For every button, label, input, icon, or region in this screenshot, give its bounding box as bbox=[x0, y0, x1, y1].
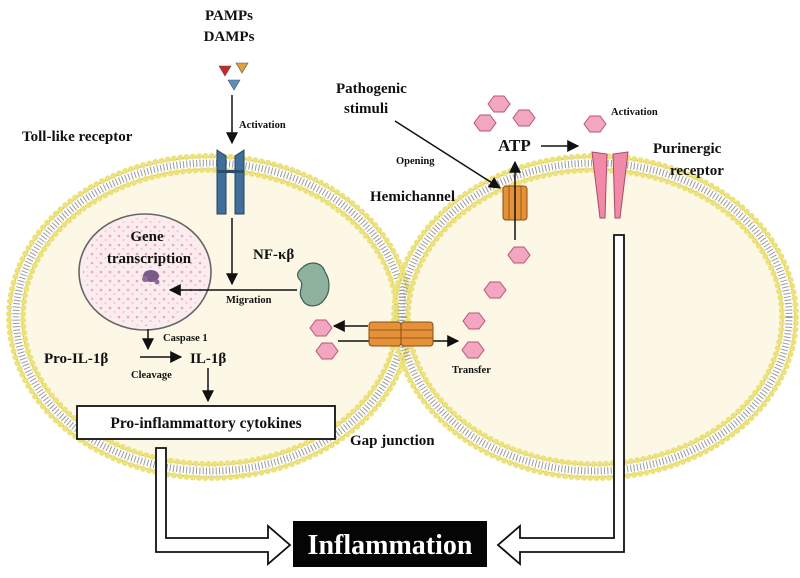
pathogenic-label: Pathogenic bbox=[336, 81, 407, 97]
gap-junction-left-ion bbox=[309, 319, 339, 360]
migration-label: Migration bbox=[226, 295, 272, 306]
receptor-label: receptor bbox=[670, 163, 724, 179]
cleavage-label: Cleavage bbox=[131, 370, 172, 381]
atp-ions-outside bbox=[473, 95, 607, 133]
pro-il-label: Pro-IL-1β bbox=[44, 351, 108, 367]
atp-ion-inside bbox=[483, 246, 531, 299]
gap-junction-label: Gap junction bbox=[350, 433, 435, 449]
gene-label: Gene bbox=[130, 229, 164, 245]
purinergic-receptor bbox=[591, 151, 629, 219]
inflammation-label: Inflammation bbox=[308, 530, 473, 561]
pamp-blue-triangle bbox=[227, 79, 241, 91]
cytokines-box bbox=[76, 405, 336, 440]
il-label: IL-1β bbox=[190, 351, 226, 367]
pamps-label: PAMPs bbox=[205, 8, 253, 24]
hemichannel-label: Hemichannel bbox=[370, 189, 455, 205]
toll-like-receptor-label: Toll-like receptor bbox=[22, 129, 133, 145]
right-hollow-arrow bbox=[496, 234, 625, 566]
transcription-label: transcription bbox=[107, 251, 192, 267]
gap-junction-right-ion bbox=[461, 312, 486, 359]
damps-label: DAMPs bbox=[204, 29, 255, 45]
nucleus bbox=[78, 213, 212, 331]
nf-kb-protein bbox=[296, 262, 330, 307]
activation-right-label: Activation bbox=[611, 107, 658, 118]
inflammation-box bbox=[293, 521, 487, 567]
left-cell-heads-inner bbox=[20, 167, 400, 467]
stimuli-to-hemichannel-arrow bbox=[394, 120, 502, 189]
toll-like-receptor bbox=[216, 149, 245, 215]
purinergic-label: Purinergic bbox=[653, 141, 722, 157]
caspase-label: Caspase 1 bbox=[163, 333, 208, 344]
activation-left-label: Activation bbox=[239, 120, 286, 131]
opening-label: Opening bbox=[396, 156, 435, 167]
pamp-orange-triangle bbox=[235, 62, 249, 74]
left-hollow-arrow bbox=[155, 447, 292, 566]
transfer-label: Transfer bbox=[452, 365, 491, 376]
stimuli-label: stimuli bbox=[344, 101, 388, 117]
nf-kb-label: NF-κβ bbox=[253, 247, 294, 263]
pro-inflammatory-label: Pro-inflammattory cytokines bbox=[110, 415, 301, 432]
pamp-red-triangle bbox=[218, 65, 232, 77]
atp-label: ATP bbox=[498, 136, 531, 155]
gap-junction-channel bbox=[368, 321, 434, 347]
